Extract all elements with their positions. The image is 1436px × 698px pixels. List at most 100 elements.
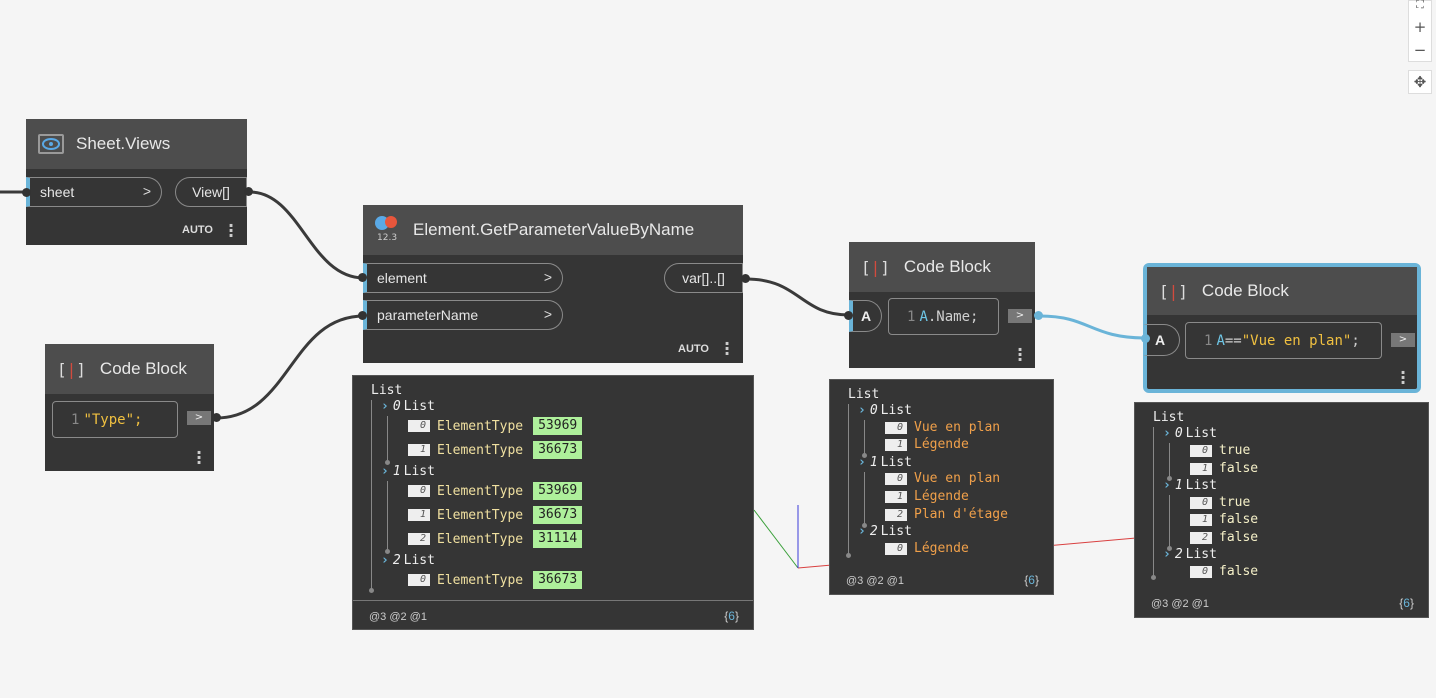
node-menu-icon[interactable]: ···	[1017, 340, 1024, 369]
node-menu-icon[interactable]: ···	[196, 443, 203, 472]
output-dot[interactable]	[244, 187, 253, 196]
list-levels[interactable]: @3 @2 @1	[1151, 598, 1209, 610]
chevron-right-icon: ›	[1163, 426, 1171, 441]
code-string: "Vue en plan"	[1241, 332, 1352, 349]
input-port-parametername[interactable]: parameterName >	[363, 300, 563, 330]
tree-line	[1169, 495, 1170, 547]
code-editor[interactable]: 1 A=="Vue en plan";	[1185, 322, 1382, 359]
list-levels[interactable]: @3 @2 @1	[846, 575, 904, 587]
code-ident: A	[1216, 332, 1225, 349]
chevron-right-icon: >	[543, 306, 552, 322]
lacing-label[interactable]: AUTO	[678, 343, 709, 355]
output-port[interactable]: >	[187, 411, 211, 425]
chevron-right-icon: ›	[1163, 478, 1171, 493]
tree-end-dot	[1167, 546, 1172, 551]
node-title: Code Block	[99, 359, 187, 378]
input-port-element[interactable]: element >	[363, 263, 563, 293]
tree-line	[1169, 443, 1170, 477]
item-count: {6}	[1399, 596, 1414, 610]
output-port-var[interactable]: var[]..[]	[664, 263, 743, 293]
input-dot[interactable]	[22, 188, 31, 197]
input-dot[interactable]	[358, 273, 367, 282]
output-dot[interactable]	[212, 413, 221, 422]
zoom-out-button[interactable]: −	[1413, 41, 1427, 59]
code-end: ;	[1351, 332, 1360, 349]
pan-button[interactable]: ✥	[1408, 70, 1432, 94]
chevron-right-icon: ›	[858, 524, 866, 539]
sheet-views-node[interactable]: Sheet.Views sheet > View[] AUTO ···	[26, 119, 253, 245]
node-menu-icon[interactable]: ···	[228, 216, 235, 245]
output-port[interactable]: >	[1391, 333, 1415, 347]
list-levels[interactable]: @3 @2 @1	[369, 611, 427, 623]
node-menu-icon[interactable]: ···	[724, 334, 731, 363]
node-header[interactable]: [|] Code Block	[849, 242, 1035, 292]
input-port-a[interactable]: A	[849, 300, 882, 332]
code-block-name-node[interactable]: [|] Code Block A 1 A.Name; > ···	[849, 242, 1035, 368]
preview-footer: @3 @2 @1 {6}	[830, 565, 1053, 595]
input-dot[interactable]	[844, 311, 853, 320]
node-header[interactable]: [|] Code Block	[1147, 267, 1417, 315]
line-number: 1	[907, 308, 916, 325]
port-label: var[]..[]	[682, 270, 725, 286]
input-dot[interactable]	[358, 311, 367, 320]
chevron-right-icon: ›	[858, 455, 866, 470]
fit-view-icon[interactable]: ⛶	[1416, 0, 1424, 11]
code-ident: A	[919, 308, 928, 325]
line-number: 1	[1204, 332, 1213, 349]
node-header[interactable]: 12.3 Element.GetParameterValueByName	[363, 205, 743, 255]
output-dot[interactable]	[741, 274, 750, 283]
line-number: 1	[71, 411, 80, 428]
lacing-label[interactable]: AUTO	[182, 224, 213, 236]
wire-type-parametername	[215, 314, 365, 420]
input-port-sheet[interactable]: sheet >	[26, 177, 162, 207]
code-editor[interactable]: 1 "Type";	[52, 401, 178, 438]
get-parameter-node[interactable]: 12.3 Element.GetParameterValueByName ele…	[363, 205, 743, 363]
chevron-right-icon: ›	[381, 553, 389, 568]
output-port[interactable]: >	[1008, 309, 1032, 323]
code-block-type-node[interactable]: [|] Code Block 1 "Type"; > ···	[45, 344, 214, 471]
node-header[interactable]: [|] Code Block	[45, 344, 214, 394]
output-port-view[interactable]: View[]	[175, 177, 247, 207]
tree-end-dot	[862, 523, 867, 528]
code-block-equals-node[interactable]: [|] Code Block A 1 A=="Vue en plan"; > ·…	[1143, 263, 1421, 393]
zoom-in-button[interactable]: +	[1413, 18, 1427, 36]
tree-end-dot	[1151, 575, 1156, 580]
output-dot[interactable]	[1034, 311, 1043, 320]
node-menu-icon[interactable]: ···	[1400, 363, 1407, 392]
tree-line	[387, 481, 388, 549]
sheet-views-icon	[38, 134, 64, 154]
node-header[interactable]: Sheet.Views	[26, 119, 247, 169]
code-editor[interactable]: 1 A.Name;	[888, 298, 999, 335]
code-operator: ==	[1224, 332, 1242, 349]
input-dot[interactable]	[1141, 334, 1150, 343]
wire-param-codeblock	[745, 277, 850, 317]
tree-line	[848, 404, 849, 556]
preview-root-label: List	[1153, 410, 1185, 425]
